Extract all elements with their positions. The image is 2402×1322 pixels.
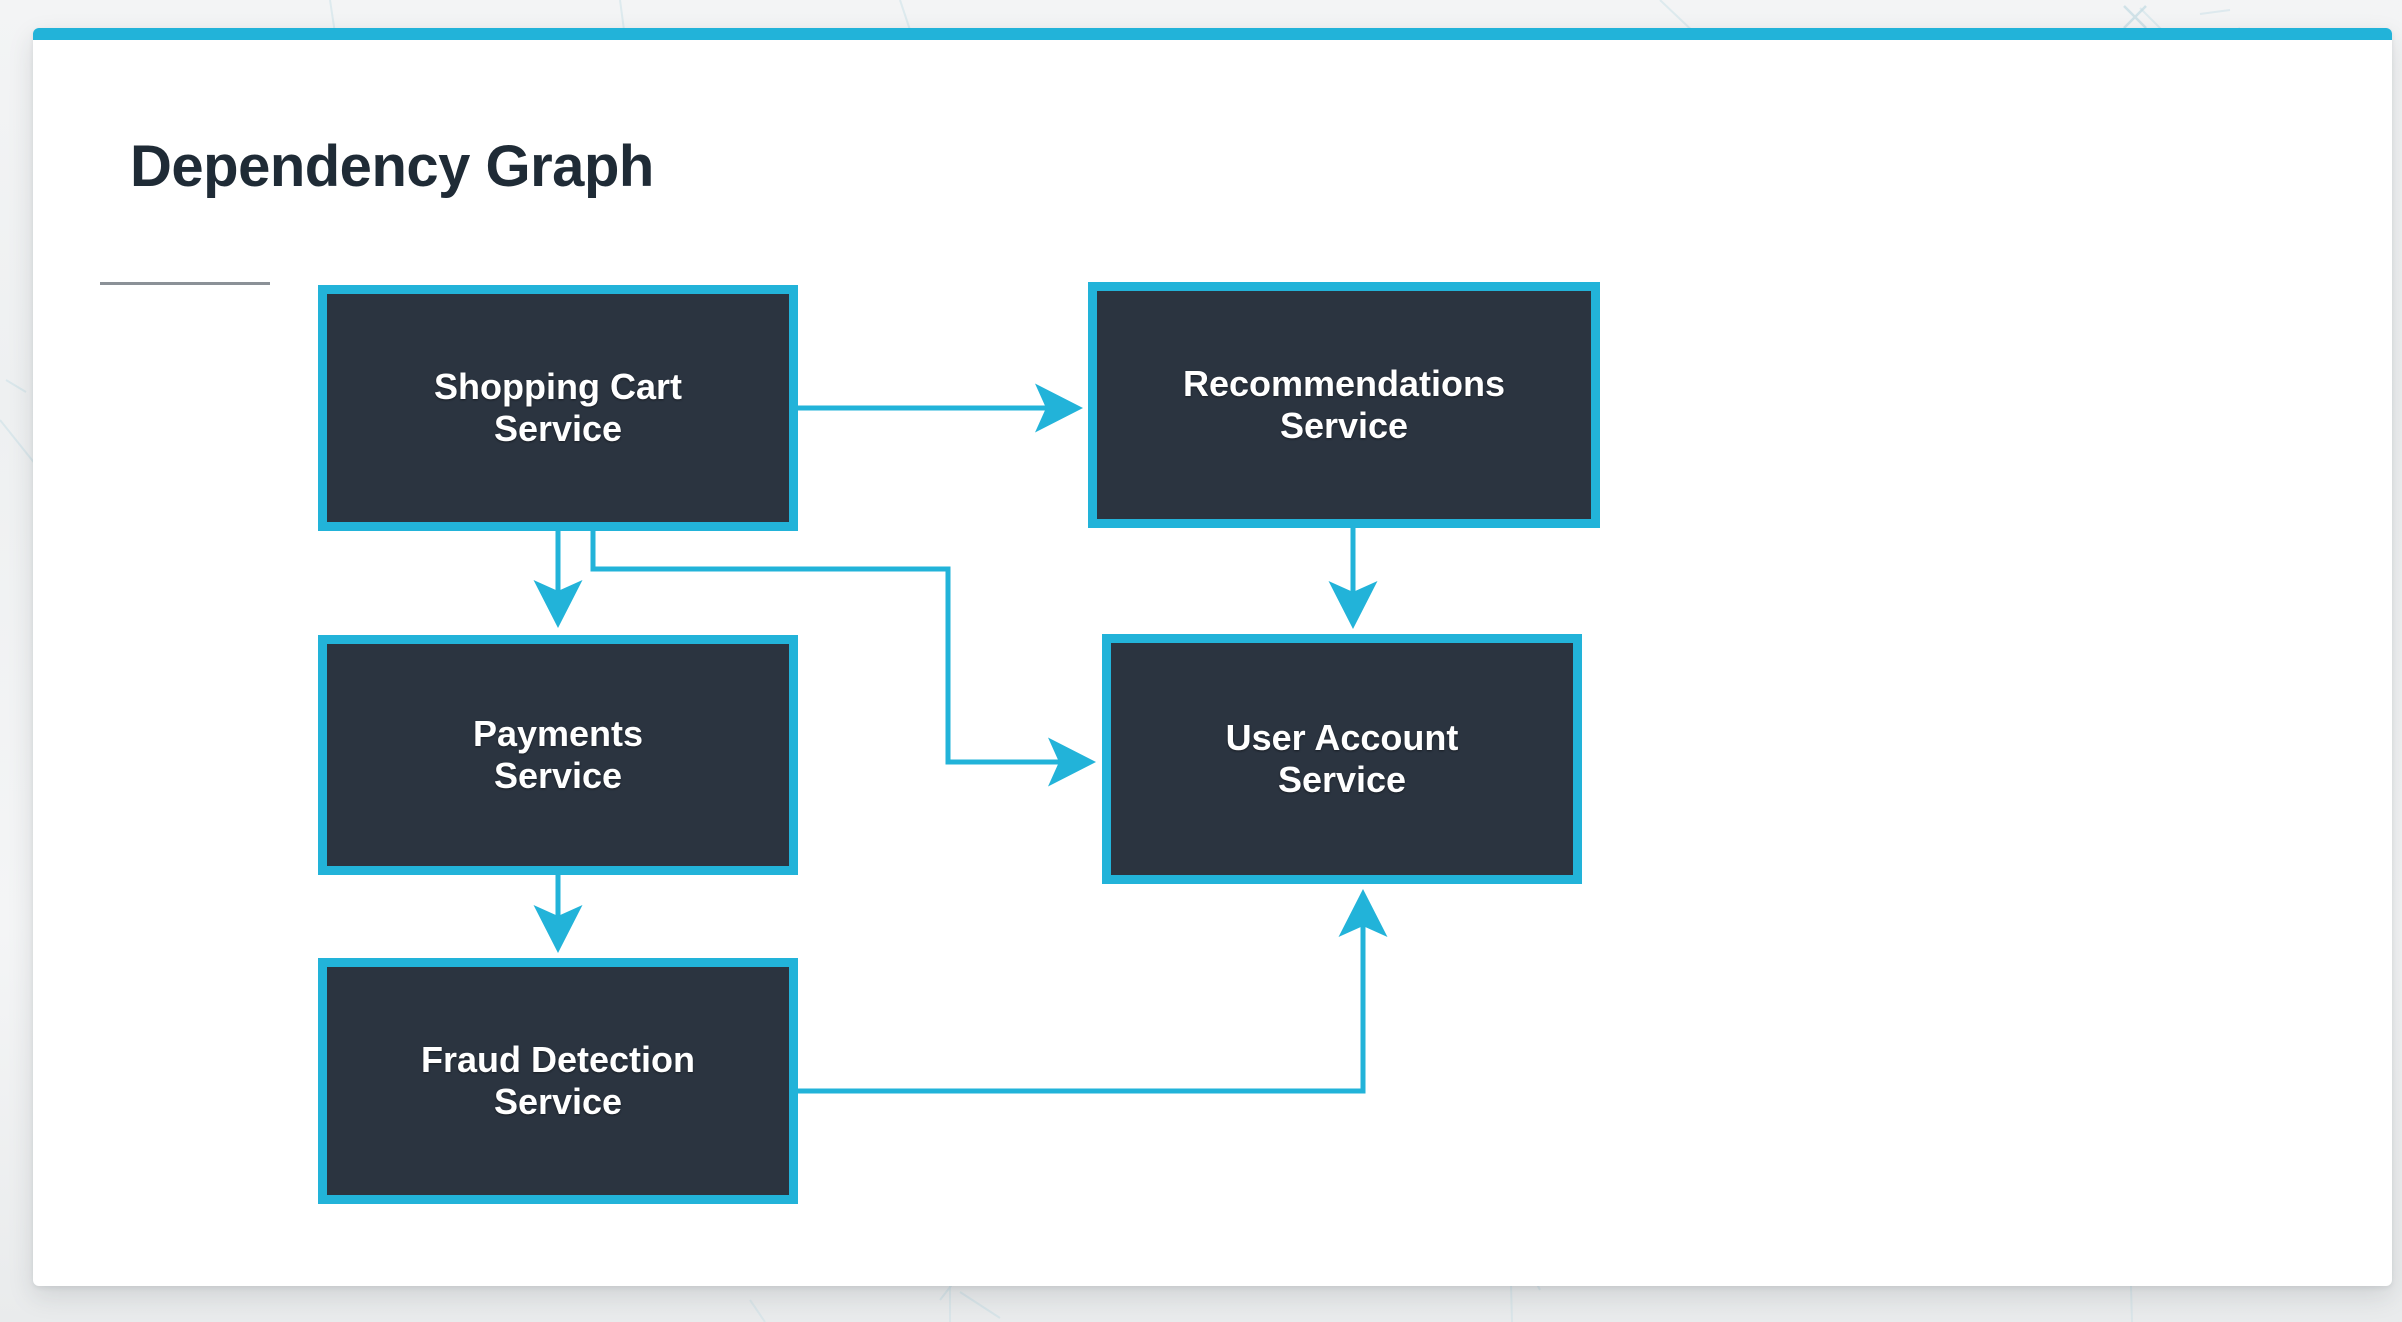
node-label: Recommendations Service	[1183, 363, 1505, 448]
title-divider	[100, 282, 270, 285]
node-label-line1: Shopping Cart	[434, 365, 682, 407]
node-label-line2: Service	[493, 755, 623, 796]
diagram-card: Dependency Graph Shopping Cart Service	[33, 28, 2392, 1286]
node-label-line1: User Account	[1225, 716, 1459, 758]
node-label: User Account Service	[1226, 717, 1459, 802]
page-title: Dependency Graph	[130, 134, 654, 199]
node-user-account-service[interactable]: User Account Service	[1102, 634, 1582, 884]
node-label-line1: Payments	[472, 712, 644, 754]
node-recommendations-service[interactable]: Recommendations Service	[1088, 282, 1600, 528]
node-label-line2: Service	[493, 408, 623, 449]
node-label: Payments Service	[473, 713, 643, 798]
dependency-graph-canvas: Shopping Cart Service Recommendations Se…	[33, 28, 2392, 1286]
node-label-line2: Service	[1279, 405, 1409, 446]
node-label: Fraud Detection Service	[421, 1039, 695, 1124]
node-fraud-detection-service[interactable]: Fraud Detection Service	[318, 958, 798, 1204]
node-shopping-cart-service[interactable]: Shopping Cart Service	[318, 285, 798, 531]
node-payments-service[interactable]: Payments Service	[318, 635, 798, 875]
node-label: Shopping Cart Service	[434, 366, 682, 451]
node-label-line1: Fraud Detection	[420, 1038, 696, 1080]
card-accent-bar	[33, 28, 2392, 40]
node-label-line1: Recommendations	[1182, 362, 1506, 404]
node-label-line2: Service	[1277, 759, 1407, 800]
edge-fraud-detection-to-user-account	[798, 889, 1388, 1094]
node-label-line2: Service	[493, 1081, 623, 1122]
